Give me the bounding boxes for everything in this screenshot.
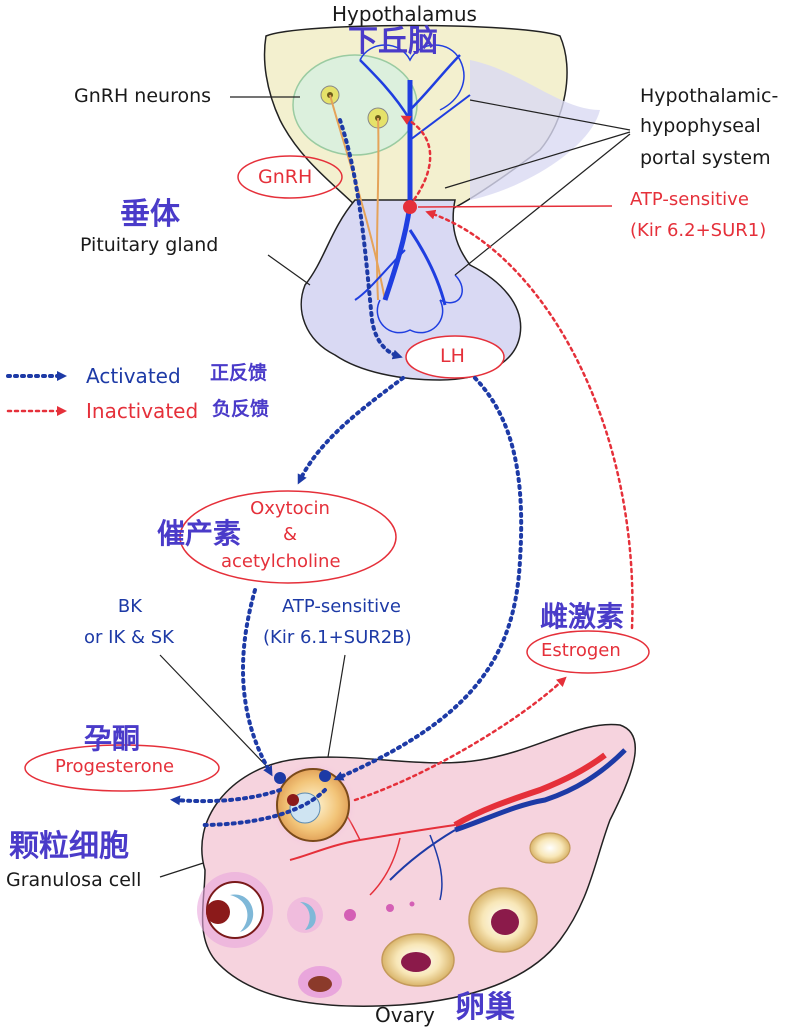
kir-sur1-label: (Kir 6.2+SUR1) (630, 220, 767, 241)
estrogen-ellipse (526, 630, 650, 674)
legend-activated-label: Activated (86, 364, 181, 388)
progesterone-label: Progesterone (55, 756, 175, 777)
progesterone-cn-label: 孕酮 (84, 722, 141, 755)
legend-activated-cn-label: 正反馈 (210, 362, 268, 384)
portal-system-line3: portal system (640, 147, 771, 169)
pituitary-label: Pituitary gland (80, 234, 219, 256)
granulosa-cn-label: 颗粒细胞 (9, 829, 129, 864)
bk-label: BK (117, 596, 143, 617)
ovary-cn-label: 卵巢 (455, 990, 515, 1025)
granulosa-label: Granulosa cell (6, 869, 142, 891)
atp-sur1-leader (417, 205, 613, 208)
lh-ellipse (405, 335, 505, 379)
hypothalamus-label: Hypothalamus (332, 2, 477, 26)
bk-channel-marker (274, 772, 286, 784)
legend-inactivated-cn-label: 负反馈 (212, 398, 270, 420)
lh-label: LH (440, 345, 465, 367)
atp-sensitive-sur2b-label: ATP-sensitive (282, 596, 401, 617)
estrogen-label: Estrogen (541, 640, 621, 661)
estrogen-cn-label: 雌激素 (540, 600, 625, 633)
pituitary-shape (300, 199, 522, 381)
pituitary-cn-label: 垂体 (120, 197, 180, 232)
ik-sk-label: or IK & SK (84, 627, 174, 648)
follicles (197, 832, 571, 998)
gnrh-label: GnRH (258, 166, 313, 188)
progesterone-ellipse (24, 744, 220, 792)
ampersand-label: & (282, 524, 298, 545)
hypothalamus-cn-label: 下丘脑 (348, 24, 438, 59)
ovary-label: Ovary (375, 1003, 435, 1027)
oxytocin-cn-label: 催产素 (157, 517, 242, 550)
granulosa-cell (268, 760, 358, 850)
legend-inactivated-label: Inactivated (86, 399, 199, 423)
atp-sensitive-site-marker (403, 200, 417, 214)
oxytocin-label: Oxytocin (250, 498, 330, 519)
activated-pathways (170, 118, 524, 827)
gnrh-ellipse (237, 155, 343, 199)
portal-system-line1: Hypothalamic- (640, 85, 779, 107)
acetylcholine-label: acetylcholine (221, 551, 341, 572)
atp-sur2b-channel-marker (319, 770, 331, 782)
atp-sensitive-sur1-label: ATP-sensitive (630, 189, 749, 210)
kir-sur2b-label: (Kir 6.1+SUR2B) (263, 627, 412, 648)
portal-system-line2: hypophyseal (640, 115, 761, 137)
inactivated-pathways (353, 115, 634, 802)
portal-system-vessels (354, 44, 471, 334)
gnrh-neuron-cluster (292, 54, 418, 301)
gnrh-neurons-label: GnRH neurons (74, 85, 212, 107)
oxytocin-ellipse (179, 490, 397, 584)
